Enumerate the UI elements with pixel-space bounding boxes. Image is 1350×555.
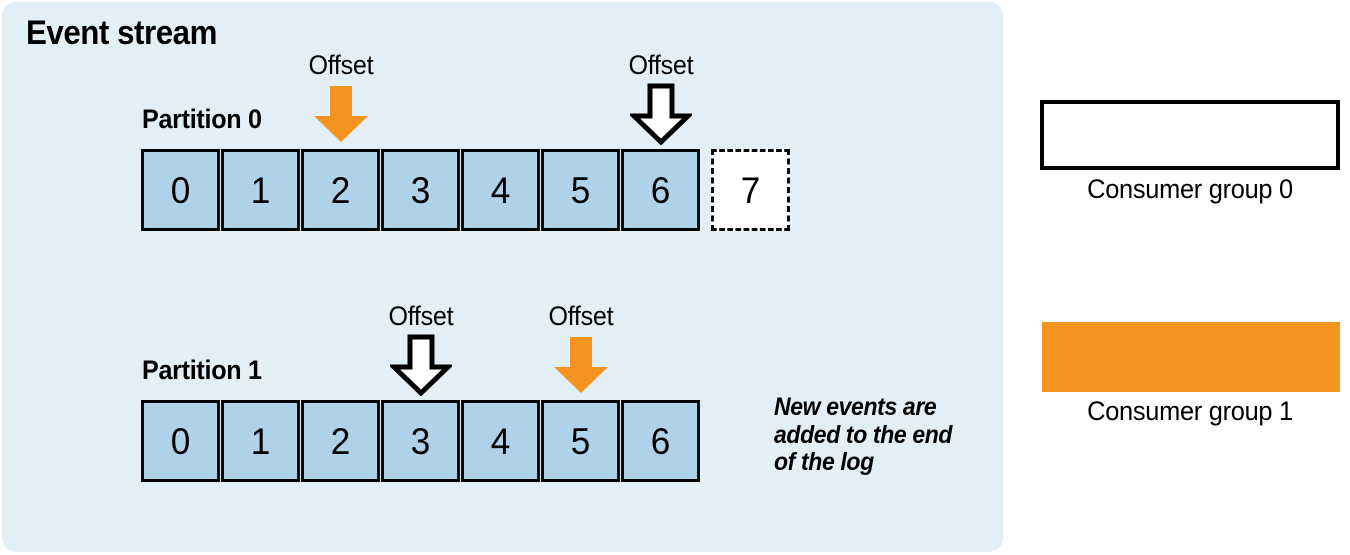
log-cell: 6 bbox=[621, 149, 700, 231]
offset-marker: Offset bbox=[361, 303, 481, 396]
log-cell: 2 bbox=[301, 400, 380, 482]
offset-marker: Offset bbox=[521, 303, 641, 396]
log-cell: 0 bbox=[141, 400, 220, 482]
log-cell: 3 bbox=[381, 149, 460, 231]
log-cell: 1 bbox=[221, 149, 300, 231]
offset-label: Offset bbox=[628, 50, 693, 80]
log-cell: 5 bbox=[541, 149, 620, 231]
offset-label: Offset bbox=[388, 301, 453, 331]
log-cell: 1 bbox=[221, 400, 300, 482]
consumer-group-0-box[interactable] bbox=[1040, 100, 1340, 170]
log-cell: 6 bbox=[621, 400, 700, 482]
log-cell: 4 bbox=[461, 400, 540, 482]
offset-marker: Offset bbox=[281, 52, 401, 145]
page-title: Event stream bbox=[26, 14, 217, 52]
log-cell: 3 bbox=[381, 400, 460, 482]
log-cell: 4 bbox=[461, 149, 540, 231]
down-arrow-icon bbox=[389, 334, 452, 396]
down-arrow-icon bbox=[629, 83, 692, 145]
partition-1-label: Partition 1 bbox=[142, 355, 262, 385]
down-arrow-icon bbox=[313, 86, 368, 142]
log-cell: 0 bbox=[141, 149, 220, 231]
consumer-group-1[interactable]: Consumer group 1 bbox=[1040, 322, 1340, 425]
log-cell-pending: 7 bbox=[711, 149, 790, 231]
consumer-group-1-box[interactable] bbox=[1042, 322, 1340, 392]
partition-0-label: Partition 0 bbox=[142, 104, 262, 134]
log-cell: 2 bbox=[301, 149, 380, 231]
new-events-note: New events are added to the end of the l… bbox=[774, 393, 953, 476]
offset-label: Offset bbox=[548, 301, 613, 331]
down-arrow-icon bbox=[553, 337, 608, 393]
offset-label: Offset bbox=[308, 50, 373, 80]
consumer-group-1-label: Consumer group 1 bbox=[1087, 396, 1293, 426]
consumer-group-0-label: Consumer group 0 bbox=[1087, 174, 1293, 204]
consumer-group-0[interactable]: Consumer group 0 bbox=[1040, 100, 1340, 203]
offset-marker: Offset bbox=[601, 52, 721, 145]
log-cell: 5 bbox=[541, 400, 620, 482]
